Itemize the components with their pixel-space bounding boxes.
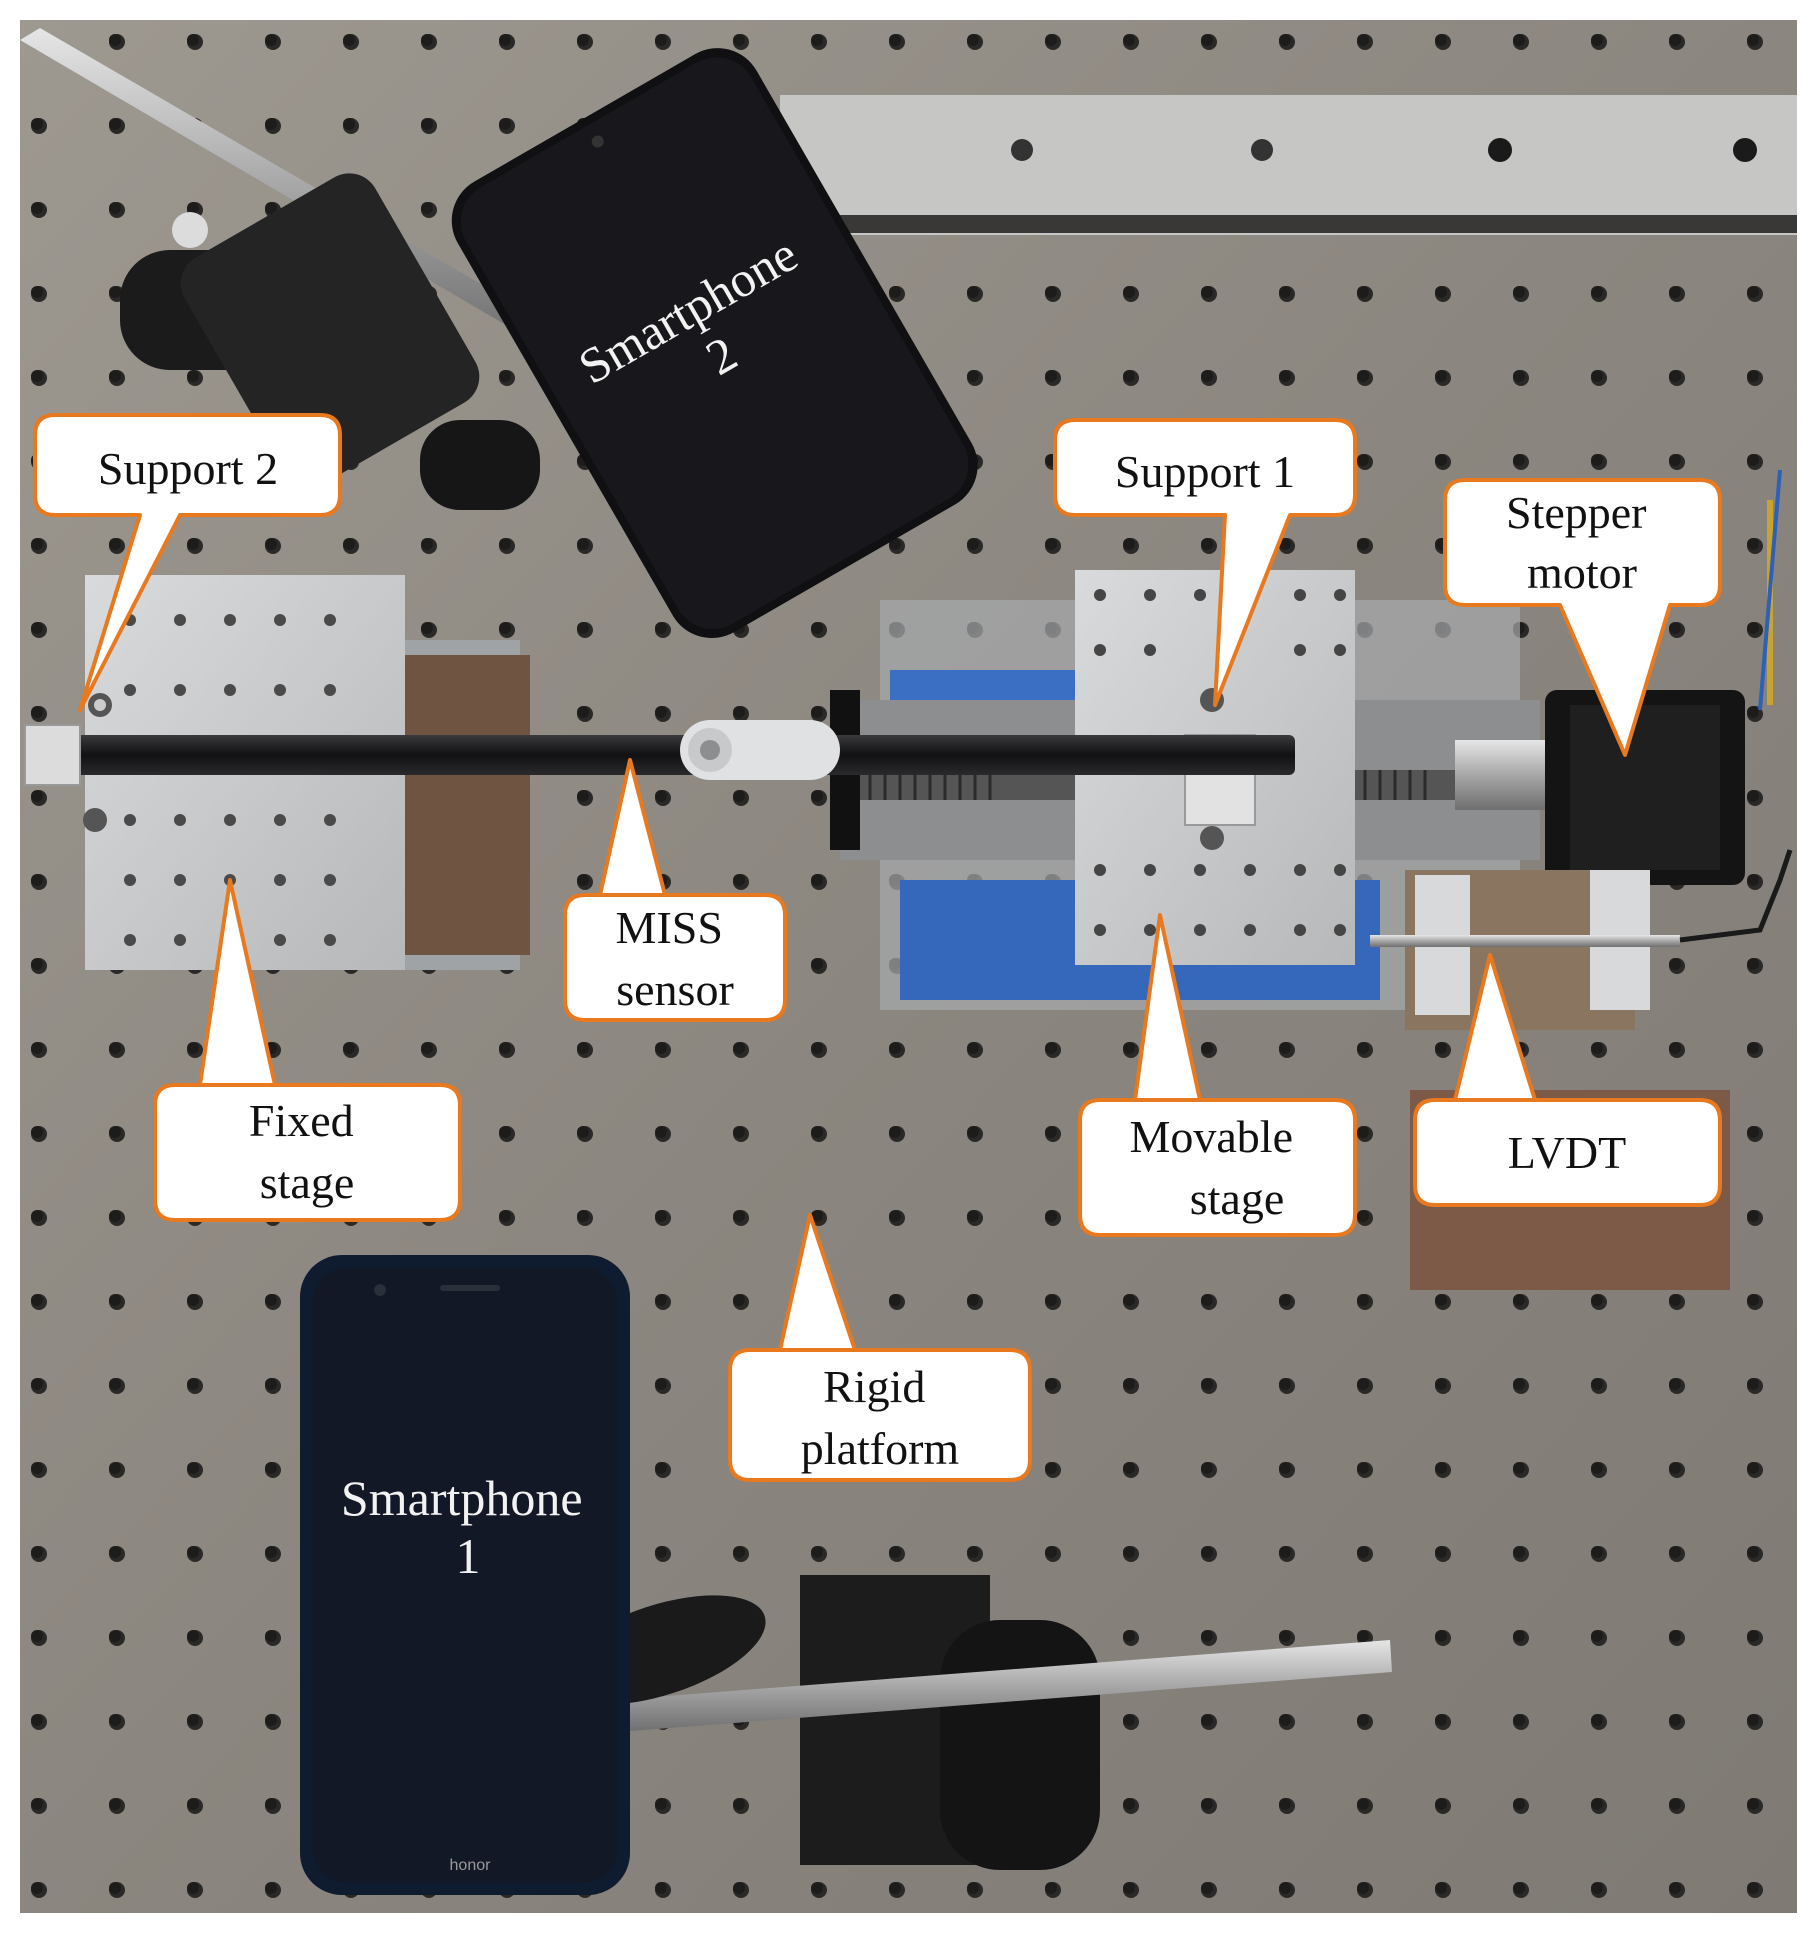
fixed-stage-label-line-1: Fixed — [249, 1095, 354, 1146]
callout-stepper-motor — [1443, 478, 1722, 757]
movable-stage-label-line-1: Movable — [1129, 1111, 1293, 1162]
smartphone-2: Smartphone 2 — [451, 48, 978, 639]
support-2-label: Support 2 — [98, 443, 278, 494]
stepper-motor-label-line-1: Stepper — [1506, 487, 1647, 538]
callout-support-1 — [1053, 418, 1357, 707]
miss-sensor-label: MISS sensor — [616, 902, 735, 1015]
callouts — [33, 413, 1722, 1482]
support-1-label-line-1: Support 1 — [1115, 446, 1295, 497]
support-2-label-line-1: Support 2 — [98, 443, 278, 494]
stepper-motor — [1545, 469, 1782, 885]
callout-fixed-stage — [153, 878, 462, 1222]
top-rail — [780, 95, 1797, 235]
movable-stage-label-line-2: stage — [1190, 1173, 1285, 1224]
callout-lvdt — [1413, 953, 1722, 1207]
smartphone-1-label: Smartphone 1 — [341, 1470, 595, 1584]
callout-miss-sensor — [563, 758, 787, 1022]
lvdt-label-line-1: LVDT — [1508, 1127, 1626, 1178]
rigid-platform-label: Rigid platform — [801, 1361, 960, 1474]
smartphone-1: Smartphone 1 honor — [300, 1255, 630, 1895]
miss-sensor-label-line-1: MISS — [616, 902, 723, 953]
miss-sensor-label-line-2: sensor — [616, 964, 734, 1015]
phone-brand-logo: honor — [450, 1857, 492, 1874]
callout-support-2 — [33, 413, 342, 712]
callout-labels: Support 2 Support 1 Stepper motor MISS s… — [98, 443, 1658, 1474]
callout-rigid-platform — [728, 1213, 1032, 1482]
stepper-motor-label: Stepper motor — [1506, 487, 1658, 598]
fixed-stage-label-line-2: stage — [260, 1157, 355, 1208]
smartphone-1-label-line-2: 1 — [456, 1528, 481, 1584]
lvdt-label: LVDT — [1508, 1127, 1626, 1178]
rigid-platform-label-line-1: Rigid — [823, 1361, 925, 1412]
callout-movable-stage — [1078, 913, 1357, 1237]
miss-sensor-rod — [24, 720, 1295, 786]
support-1-label: Support 1 — [1115, 446, 1295, 497]
smartphone-1-label-line-1: Smartphone — [341, 1470, 583, 1526]
upper-clamp — [20, 28, 560, 510]
movable-stage-label: Movable stage — [1129, 1111, 1304, 1224]
fixed-stage-label: Fixed stage — [249, 1095, 365, 1208]
rigid-platform-label-line-2: platform — [801, 1423, 960, 1474]
stepper-motor-label-line-2: motor — [1527, 547, 1637, 598]
